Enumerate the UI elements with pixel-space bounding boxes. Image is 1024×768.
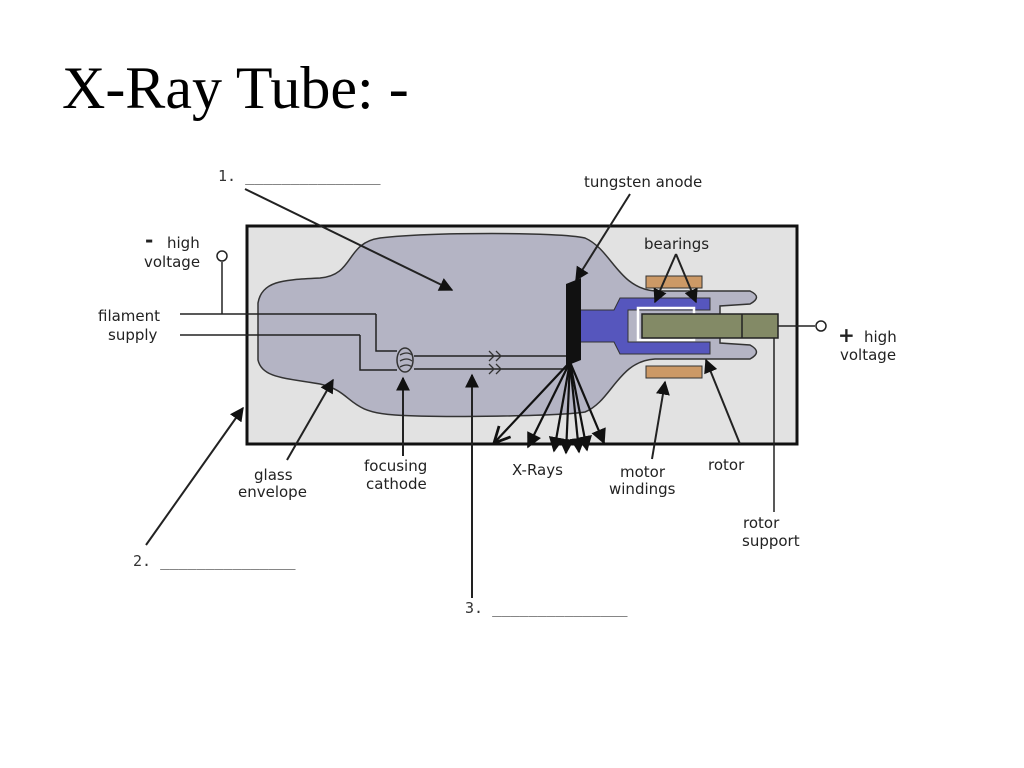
filament-wire-upper-drop xyxy=(375,314,397,352)
label-cathode: cathode xyxy=(366,475,427,493)
label-motor: motor xyxy=(620,463,666,481)
leader-motor-windings xyxy=(651,380,670,460)
motor-winding-top xyxy=(645,275,703,289)
rotor-housing xyxy=(579,297,711,355)
leader-blank-1 xyxy=(244,188,454,291)
label-pos-voltage: voltage xyxy=(840,346,896,364)
cathode-coil xyxy=(396,347,414,373)
label-xrays: X-Rays xyxy=(512,461,563,479)
pos-sign: + xyxy=(838,323,855,347)
motor-winding-bottom xyxy=(645,365,703,379)
label-focusing: focusing xyxy=(364,457,427,475)
electron-beam-chevrons xyxy=(488,350,502,375)
blank-1: 1. _______________ xyxy=(218,167,382,185)
label-tungsten-anode: tungsten anode xyxy=(584,173,702,191)
xray-ray xyxy=(548,361,572,453)
label-filament: filament xyxy=(98,307,160,325)
label-bearings: bearings xyxy=(644,235,709,253)
blank-2: 2. _______________ xyxy=(133,552,297,570)
leader-tungsten-anode xyxy=(575,193,631,282)
label-glass: glass xyxy=(254,466,293,484)
pos-terminal xyxy=(815,320,827,332)
leader-glass-envelope xyxy=(286,378,334,461)
slide-title: X-Ray Tube: - xyxy=(62,55,409,121)
leader-bearings-left xyxy=(653,253,677,304)
blank-3: 3. _______________ xyxy=(465,599,629,617)
label-neg-voltage: voltage xyxy=(144,253,200,271)
filament-wire-lower-drop xyxy=(359,335,397,371)
label-neg-high: high xyxy=(167,234,200,252)
label-rotor: rotor xyxy=(708,456,745,474)
tungsten-anode-target xyxy=(566,278,581,366)
rotor xyxy=(641,313,779,339)
label-windings: windings xyxy=(609,480,676,498)
xray-ray xyxy=(494,361,571,443)
label-rotor-support-1: rotor xyxy=(743,514,780,532)
leader-blank-2 xyxy=(145,406,244,546)
label-envelope: envelope xyxy=(238,483,307,501)
label-rotor-support-2: support xyxy=(742,532,800,550)
xray-ray xyxy=(568,361,606,445)
label-supply: supply xyxy=(108,326,158,344)
xray-ray xyxy=(527,361,571,449)
xray-rays xyxy=(494,361,606,455)
neg-terminal xyxy=(216,250,228,262)
neg-sign: - xyxy=(145,228,153,252)
xray-ray xyxy=(568,361,592,452)
leader-rotor xyxy=(704,358,741,445)
label-pos-high: high xyxy=(864,328,897,346)
xray-ray xyxy=(558,361,575,455)
leader-bearings-right xyxy=(675,253,698,304)
cathode-coil-turns xyxy=(399,352,413,368)
